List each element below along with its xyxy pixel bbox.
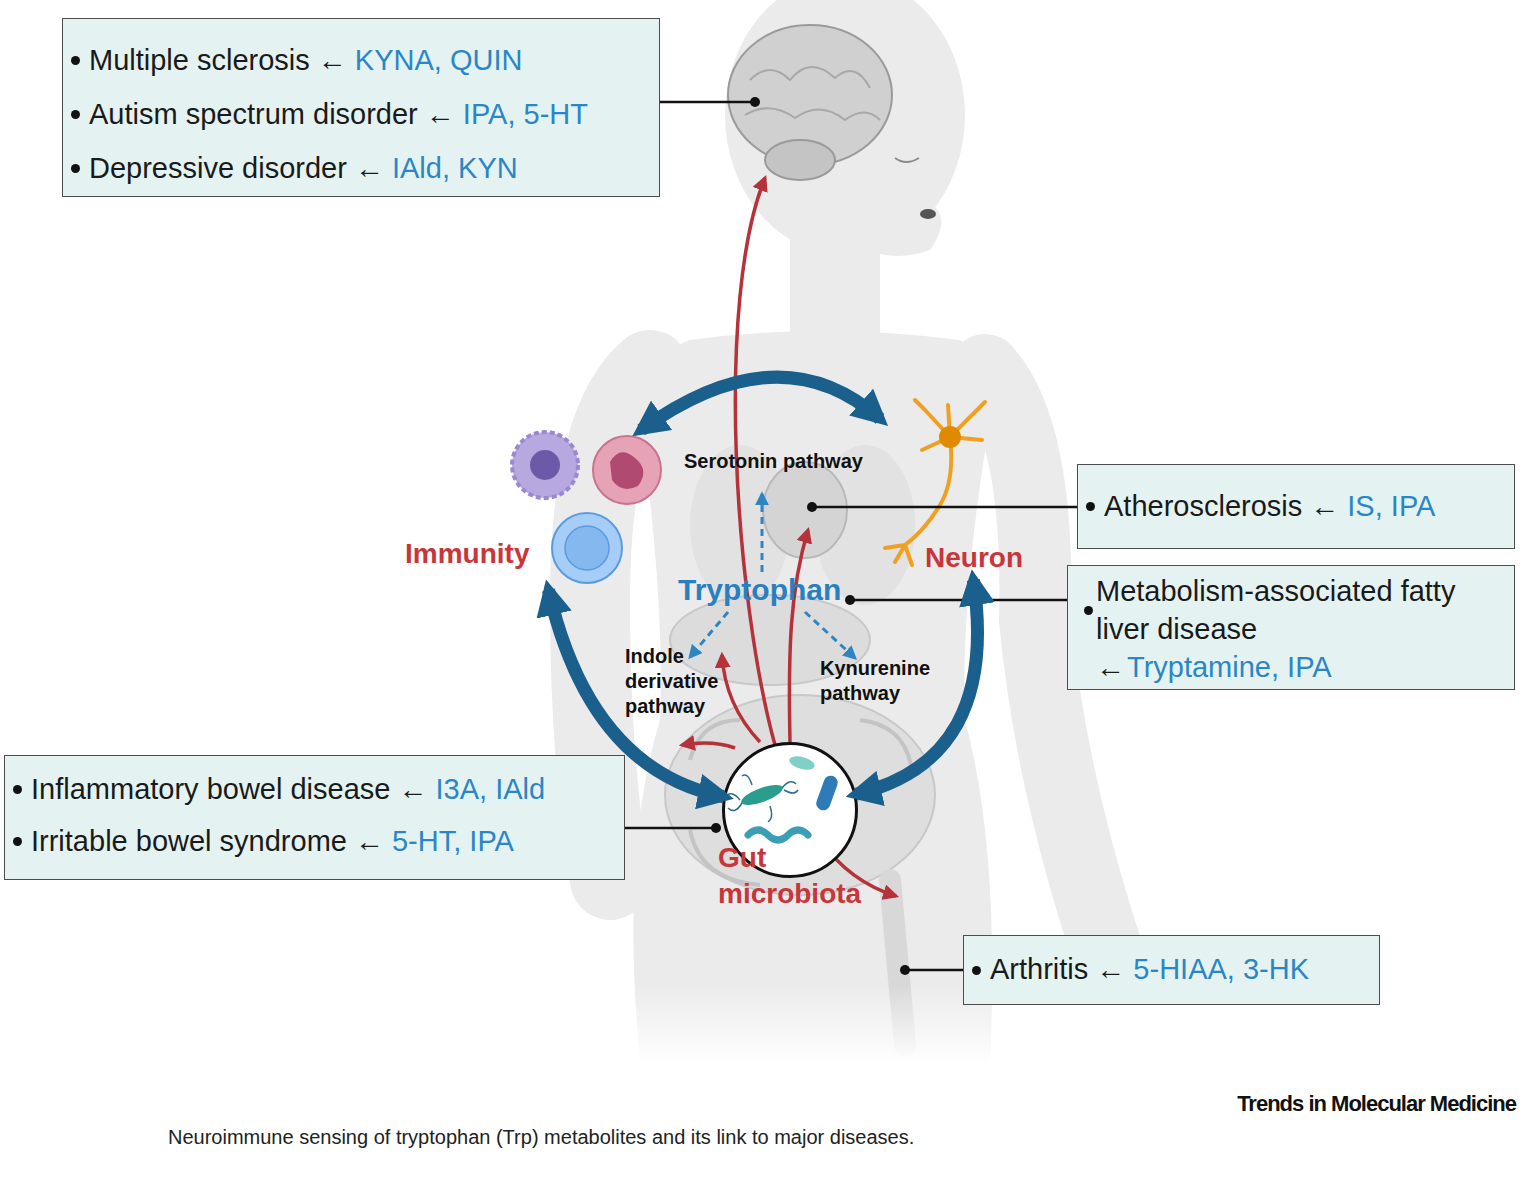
disease-name: Metabolism-associated fatty liver diseas… [1096, 572, 1494, 648]
head [725, 0, 965, 255]
pathway-arrow [761, 494, 764, 572]
pathway-label: Kynurenine pathway [820, 656, 948, 706]
neuron-symbol [885, 400, 985, 565]
leader-dot [845, 595, 855, 605]
bottom-blank [0, 1064, 1522, 1178]
closed-eye [895, 158, 919, 162]
immune-cell [512, 432, 578, 498]
disease-name: Multiple sclerosis ← [89, 44, 347, 77]
text-line: Atherosclerosis ←IS, IPA [1078, 465, 1514, 547]
red-flow-arrow [682, 743, 735, 748]
text-line: ←Tryptamine, IPA [1096, 648, 1494, 686]
cell-nucleus [530, 450, 560, 480]
disease-name: Atherosclerosis ← [1104, 490, 1339, 523]
chin [870, 200, 941, 256]
pathway-arrow [805, 612, 855, 658]
text-line: Autism spectrum disorder ←IPA, 5-HT [63, 87, 659, 141]
leader-dot [807, 502, 817, 512]
journal-watermark: Trends in Molecular Medicine [1150, 1090, 1516, 1118]
text-line: Inflammatory bowel disease ←I3A, IAld [5, 763, 624, 815]
leader-line [812, 506, 1085, 509]
group-heading: Gut microbiota [718, 840, 888, 912]
cell-nucleus [610, 452, 643, 489]
metabolite-list: IPA, 5-HT [463, 98, 588, 131]
bullet-dot [13, 785, 22, 794]
brain-folds [745, 67, 880, 120]
metabolite-list: 5-HT, IPA [392, 825, 514, 858]
leader-line [625, 827, 716, 830]
arrow-sign: ← [1096, 651, 1125, 683]
neuron-soma [939, 426, 961, 448]
neuron-group: Neuron [880, 400, 1040, 580]
bullet-dot [1086, 502, 1095, 511]
disease-name: Inflammatory bowel disease ← [31, 773, 428, 806]
text-line: Arthritis ←5-HIAA, 3-HK [964, 936, 1379, 1003]
group-label: Immunity [405, 536, 605, 572]
pathway-label: Serotonin pathway [684, 448, 863, 474]
metabolite-list: I3A, IAld [436, 773, 546, 806]
mouth [920, 209, 936, 219]
leader-dot [711, 823, 721, 833]
metabolite-list: Tryptamine, IPA [1127, 651, 1332, 683]
immune-cell [593, 436, 661, 504]
leader-line [905, 969, 963, 972]
disease-name: Arthritis ← [990, 953, 1125, 986]
leader-dot [750, 97, 760, 107]
leader-dot [900, 965, 910, 975]
text-line: Multiple sclerosis ←KYNA, QUIN [63, 33, 659, 87]
microbiota-circle: Gut microbiota [722, 742, 858, 878]
immunity-group: Immunity [400, 430, 660, 590]
text-line: Depressive disorder ←IAld, KYN [63, 141, 659, 195]
metabolite-list: IS, IPA [1347, 490, 1435, 523]
double-arrow [641, 377, 880, 430]
bullet-dot [71, 110, 80, 119]
disease-name: Autism spectrum disorder ← [89, 98, 455, 131]
red-flow-arrow [789, 530, 808, 742]
bullet-dot [972, 966, 981, 975]
figure-caption: Neuroimmune sensing of tryptophan (Trp) … [168, 1124, 914, 1150]
disease-name: Depressive disorder ← [89, 152, 384, 185]
metabolite-list: KYNA, QUIN [355, 44, 523, 77]
disease-name: Irritable bowel syndrome ← [31, 825, 384, 858]
cerebellum [765, 140, 835, 180]
metabolite-list: IAld, KYN [392, 152, 518, 185]
red-flow-arrow [722, 655, 760, 742]
center-label: Tryptophan [678, 572, 841, 608]
disease-box: Multiple sclerosis ←KYNA, QUINAutism spe… [62, 18, 660, 197]
cell-nucleus [565, 526, 609, 570]
intestines [665, 695, 935, 895]
disease-box: Atherosclerosis ←IS, IPA [1077, 464, 1515, 549]
disease-box: Inflammatory bowel disease ←I3A, IAldIrr… [4, 755, 625, 880]
disease-box: Metabolism-associated fatty liver diseas… [1067, 565, 1515, 690]
disease-box: Arthritis ←5-HIAA, 3-HK [963, 935, 1380, 1005]
pathway-arrow [690, 612, 728, 657]
immune-cell [552, 513, 622, 583]
bullet-dot [1084, 606, 1093, 615]
group-label: Neuron [925, 540, 1065, 576]
pathway-label: Indole derivative pathway [625, 644, 743, 719]
leader-line [850, 599, 1067, 602]
metabolite-list: 5-HIAA, 3-HK [1133, 953, 1309, 986]
text-line: Irritable bowel syndrome ←5-HT, IPA [5, 815, 624, 867]
bullet-dot [13, 837, 22, 846]
bullet-dot [71, 56, 80, 65]
bullet-dot [71, 164, 80, 173]
leader-line [660, 101, 755, 104]
